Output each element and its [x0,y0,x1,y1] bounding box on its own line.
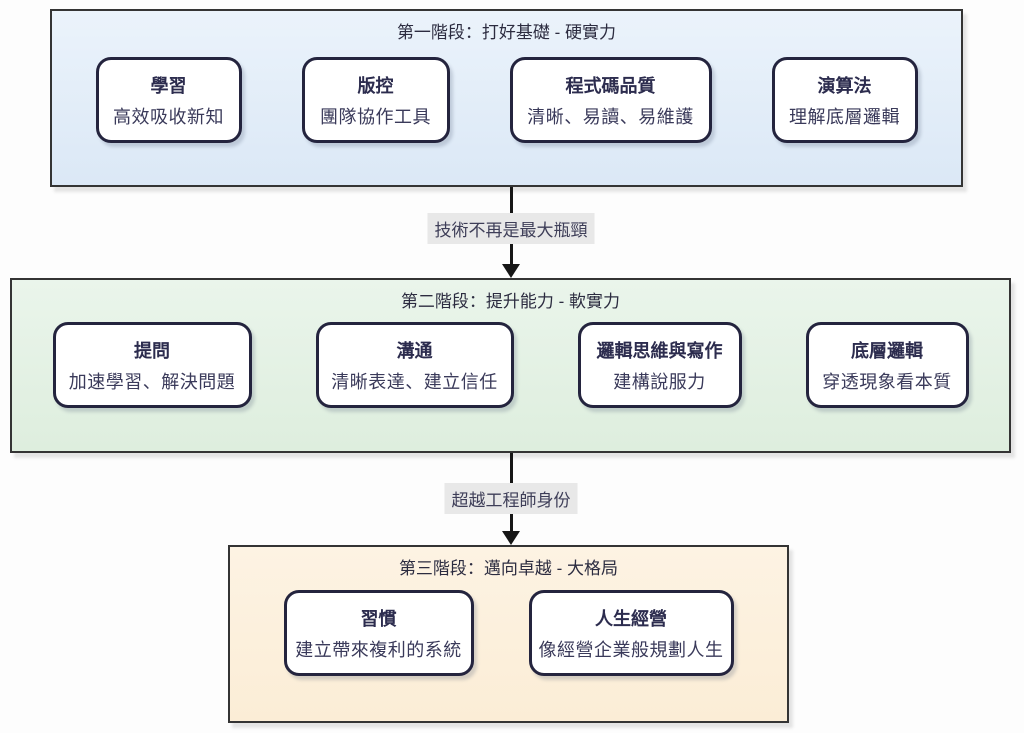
stage-1-cards: 學習 高效吸收新知 版控 團隊協作工具 程式碼品質 清晰、易讀、易維護 演算法 … [52,57,961,143]
arrow-2-head-icon [502,531,520,545]
card-title: 程式碼品質 [565,75,656,96]
card-underlying-logic: 底層邏輯 穿透現象看本質 [805,322,969,408]
card-subtitle: 建構說服力 [613,371,706,392]
arrow-1-head-icon [502,264,520,278]
card-title: 人生經營 [595,608,667,629]
stage-2-soft-skills: 第二階段：提升能力 - 軟實力 提問 加速學習、解決問題 溝通 清晰表達、建立信… [10,278,1011,453]
stage-2-cards: 提問 加速學習、解決問題 溝通 清晰表達、建立信任 邏輯思維與寫作 建構說服力 … [12,322,1009,408]
stage-1-title: 第一階段：打好基礎 - 硬實力 [396,23,617,42]
card-title: 邏輯思維與寫作 [596,340,723,361]
card-asking-questions: 提問 加速學習、解決問題 [52,322,252,408]
card-version-control: 版控 團隊協作工具 [301,57,450,143]
card-subtitle: 清晰、易讀、易維護 [527,106,694,127]
card-habits: 習慣 建立帶來複利的系統 [283,590,474,676]
card-subtitle: 團隊協作工具 [320,106,431,127]
card-title: 習慣 [360,608,397,629]
card-algorithms: 演算法 理解底層邏輯 [771,57,918,143]
stage-3-cards: 習慣 建立帶來複利的系統 人生經營 像經營企業般規劃人生 [230,590,787,676]
card-subtitle: 高效吸收新知 [113,106,224,127]
stage-1-hard-skills: 第一階段：打好基礎 - 硬實力 學習 高效吸收新知 版控 團隊協作工具 程式碼品… [50,9,963,187]
card-title: 溝通 [396,340,433,361]
arrow-2-label: 超越工程師身份 [444,483,578,514]
card-subtitle: 穿透現象看本質 [822,371,952,392]
card-title: 底層邏輯 [851,340,923,361]
card-title: 提問 [134,340,170,361]
card-title: 版控 [357,75,394,96]
card-subtitle: 清晰表達、建立信任 [331,371,498,392]
card-subtitle: 理解底層邏輯 [789,106,900,127]
card-subtitle: 建立帶來複利的系統 [295,639,462,660]
card-subtitle: 像經營企業般規劃人生 [538,639,724,660]
stage-2-title: 第二階段：提升能力 - 軟實力 [400,292,621,311]
card-learning: 學習 高效吸收新知 [95,57,242,143]
stage-3-big-picture: 第三階段：邁向卓越 - 大格局 習慣 建立帶來複利的系統 人生經營 像經營企業般… [228,545,789,723]
card-title: 演算法 [817,75,872,96]
card-life-management: 人生經營 像經營企業般規劃人生 [528,590,734,676]
card-communication: 溝通 清晰表達、建立信任 [315,322,514,408]
stage-3-title: 第三階段：邁向卓越 - 大格局 [398,559,619,578]
arrow-1-label: 技術不再是最大瓶頸 [427,213,595,244]
card-title: 學習 [150,75,187,96]
card-subtitle: 加速學習、解決問題 [68,371,236,392]
card-code-quality: 程式碼品質 清晰、易讀、易維護 [509,57,712,143]
card-logical-thinking-writing: 邏輯思維與寫作 建構說服力 [577,322,742,408]
